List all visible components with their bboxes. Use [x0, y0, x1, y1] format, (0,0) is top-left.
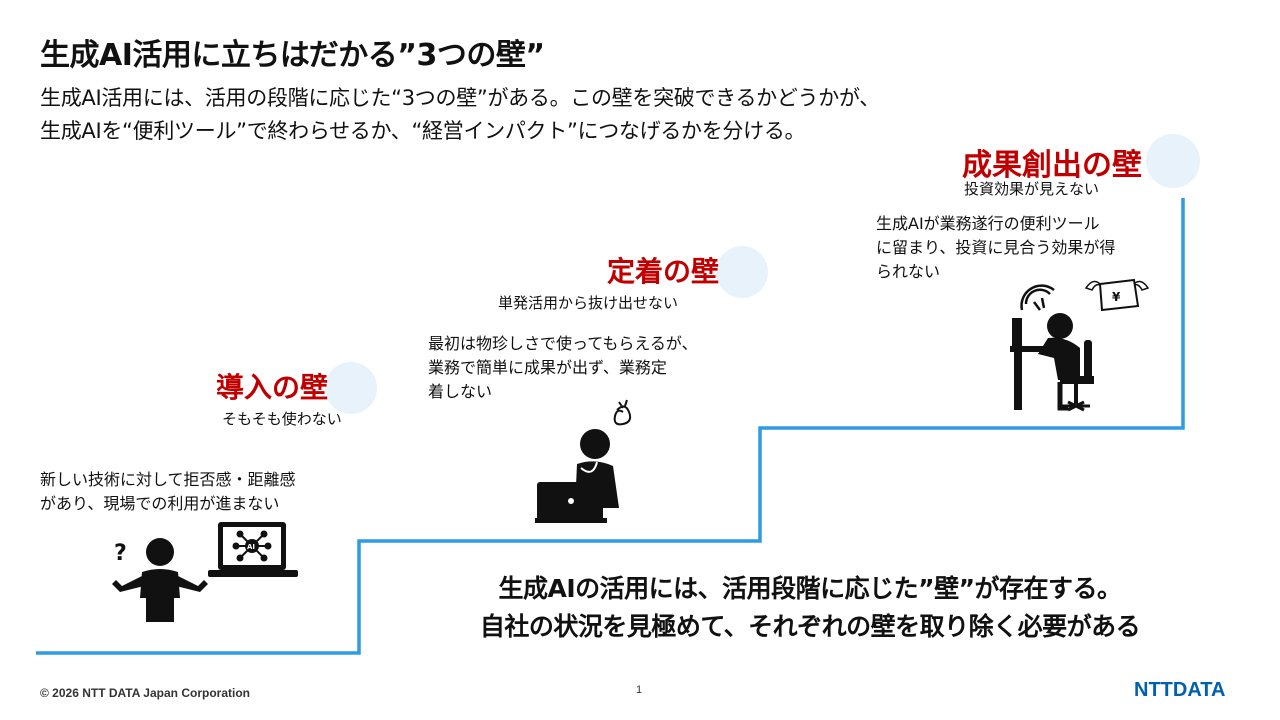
stressed-person-desk-icon	[1010, 284, 1094, 412]
slide-title: 生成AI活用に立ちはだかる”3つの壁”	[40, 38, 545, 73]
wall-3-description: 生成AIが業務遂行の便利ツール に留まり、投資に見合う効果が得 られない	[876, 212, 1115, 284]
wall-3-title: 成果創出の壁	[962, 148, 1142, 183]
intro-line-2: 生成AIを“便利ツール”で終わらせるか、“経営インパクト”につなげるかを分ける。	[40, 119, 806, 143]
wall-1-desc-line: 新しい技術に対して拒否感・距離感	[40, 470, 296, 489]
wall-3-circle	[1146, 134, 1200, 188]
wall-3-desc-line: 生成AIが業務遂行の便利ツール	[876, 214, 1100, 233]
wall-1-circle	[325, 362, 377, 414]
wall-2-desc-line: 業務で簡単に成果が出ず、業務定	[428, 358, 667, 377]
ntt-data-logo: NTTDATA	[1134, 679, 1226, 701]
frustrated-person-laptop-icon	[535, 399, 632, 523]
wall-2-description: 最初は物珍しさで使ってもらえるが、 業務で簡単に成果が出ず、業務定 着しない	[428, 332, 698, 404]
wall-1-description: 新しい技術に対して拒否感・距離感 があり、現場での利用が進まない	[40, 468, 296, 516]
wall-2-circle	[716, 246, 768, 298]
conclusion-line-1: 生成AIの活用には、活用段階に応じた”壁”が存在する。	[498, 574, 1122, 603]
wall-1-title: 導入の壁	[216, 371, 329, 404]
wall-1-desc-line: があり、現場での利用が進まない	[40, 494, 280, 513]
wall-3-desc-line: に留まり、投資に見合う効果が得	[876, 238, 1116, 257]
footer-copyright: © 2026 NTT DATA Japan Corporation	[40, 686, 250, 700]
page-number: 1	[636, 684, 643, 696]
wall-2-desc-line: 最初は物珍しさで使ってもらえるが、	[428, 334, 698, 353]
wall-2-subtitle: 単発活用から抜け出せない	[498, 294, 679, 312]
wall-3-subtitle: 投資効果が見えない	[964, 180, 1100, 198]
ai-laptop-icon: AI	[208, 522, 298, 577]
svg-text:AI: AI	[247, 543, 255, 551]
conclusion-line-2: 自社の状況を見極めて、それぞれの壁を取り除く必要がある	[479, 612, 1141, 641]
wall-3-desc-line: られない	[876, 262, 941, 281]
svg-text:?: ?	[114, 541, 127, 566]
confused-person-icon: ?	[112, 538, 208, 622]
svg-text:¥: ¥	[1112, 290, 1121, 304]
flying-money-icon: ¥	[1084, 278, 1150, 312]
wall-1-subtitle: そもそも使わない	[222, 410, 342, 428]
intro-line-1: 生成AI活用には、活用の段階に応じた“3つの壁”がある。この壁を突破できるかどう…	[40, 86, 880, 110]
wall-2-desc-line: 着しない	[428, 382, 493, 401]
wall-2-title: 定着の壁	[607, 255, 720, 288]
conclusion-message: 生成AIの活用には、活用段階に応じた”壁”が存在する。 自社の状況を見極めて、そ…	[390, 570, 1230, 646]
intro-text: 生成AI活用には、活用の段階に応じた“3つの壁”がある。この壁を突破できるかどう…	[40, 82, 880, 148]
